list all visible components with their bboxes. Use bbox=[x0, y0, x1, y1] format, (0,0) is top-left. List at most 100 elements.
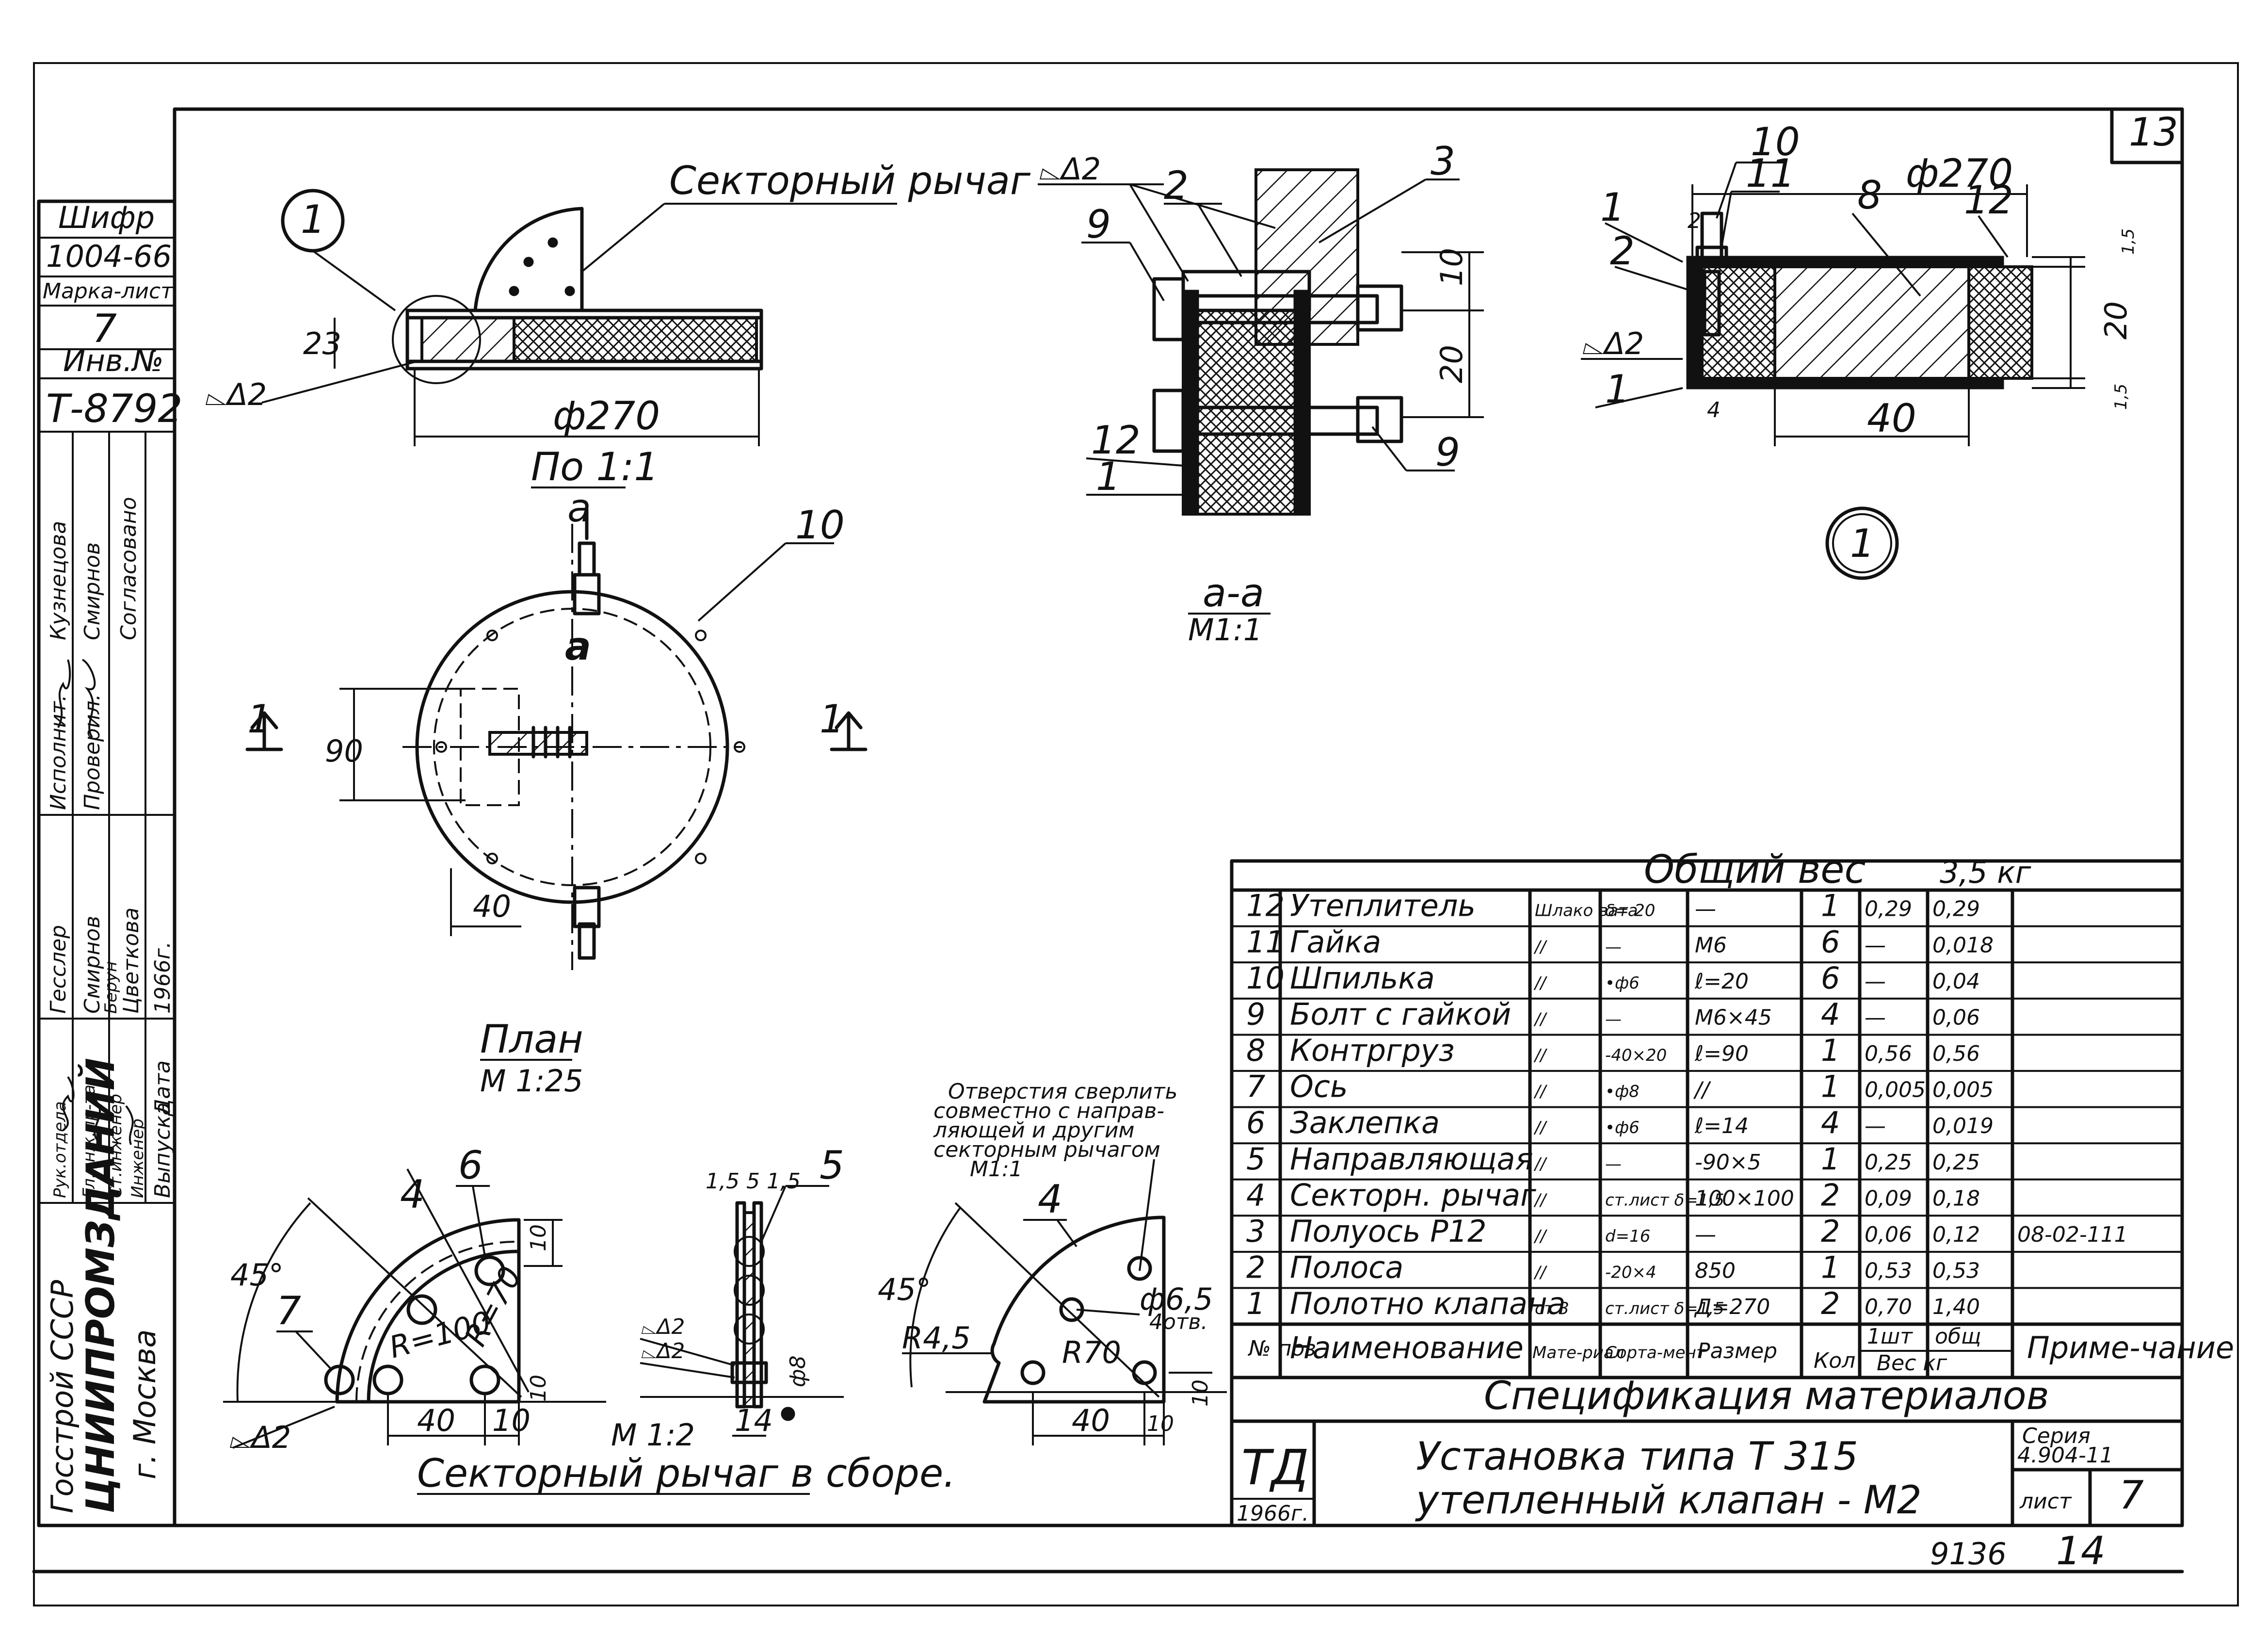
title-block: ТД 1966г. Установка типа Т 315 утепленны… bbox=[1230, 1376, 2184, 1527]
spec-cell-pos: 4 bbox=[1246, 1177, 1265, 1213]
spec-cell-total: 0,005 bbox=[1932, 1078, 1994, 1103]
mark-sheet-label: Марка-лист bbox=[43, 279, 174, 304]
ss-dim-10b: 10 bbox=[1188, 1379, 1213, 1407]
ss-pos-4: 4 bbox=[1038, 1177, 1062, 1222]
stamp-name-3: Берун bbox=[101, 961, 121, 1014]
cipher-label: Шифр bbox=[58, 200, 155, 235]
spec-cell-unit: 0,53 bbox=[1865, 1259, 1912, 1283]
spec-cell-assortment: -40×20 bbox=[1605, 1046, 1667, 1065]
spec-cell-qty: 2 bbox=[1821, 1286, 1840, 1321]
d1-dim-40: 40 bbox=[1867, 396, 1916, 441]
tb-sheet-value: 7 bbox=[2119, 1473, 2144, 1518]
aa-dim-20: 20 bbox=[1434, 345, 1469, 383]
spec-cell-name: Полуось Р12 bbox=[1290, 1214, 1486, 1249]
sa-dim-10b: 10 bbox=[526, 1375, 551, 1402]
spec-cell-material: // bbox=[1533, 937, 1547, 957]
spec-cell-qty: 1 bbox=[1821, 888, 1840, 924]
plan-rivets bbox=[435, 630, 745, 864]
spec-caption: Спецификация материалов bbox=[1484, 1373, 2049, 1418]
tb-series-label: Серия bbox=[2022, 1424, 2091, 1448]
spec-cell-name: Направляющая bbox=[1290, 1141, 1533, 1177]
spec-cell-assortment: — bbox=[1605, 1009, 1622, 1029]
spec-cell-material: // bbox=[1533, 1263, 1547, 1282]
sa-pos-6: 6 bbox=[458, 1143, 483, 1188]
section-1-right: 1 bbox=[820, 697, 844, 742]
spec-cell-size: — bbox=[1695, 1222, 1716, 1247]
spec-cell-qty: 1 bbox=[1821, 1141, 1840, 1177]
spec-cell-material: // bbox=[1533, 1154, 1547, 1174]
spec-total-weight-label: Общий вес bbox=[1644, 847, 1866, 892]
spec-cell-pos: 7 bbox=[1246, 1069, 1265, 1104]
sector-lever-top bbox=[473, 207, 584, 312]
spec-total-weight-value: 3,5 кг bbox=[1940, 855, 2031, 890]
spec-cell-name: Шпилька bbox=[1290, 960, 1435, 996]
sv-weld-2: ⌳Δ2 bbox=[640, 1339, 685, 1363]
spec-cell-assortment: •ф6 bbox=[1605, 973, 1640, 993]
spec-cell-pos: 2 bbox=[1246, 1250, 1265, 1285]
spec-cell-size: 850 bbox=[1695, 1259, 1736, 1283]
ss-note-5: М1:1 bbox=[970, 1157, 1023, 1182]
caption-po11: По 1:1 bbox=[531, 444, 659, 489]
d1-dim-2: 2 bbox=[1688, 209, 1701, 233]
tb-year: 1966г. bbox=[1237, 1501, 1309, 1526]
spec-cell-size: // bbox=[1693, 1078, 1711, 1103]
executor-name-1: Кузнецова bbox=[46, 521, 71, 640]
sv-weld-1: ⌳Δ2 bbox=[640, 1314, 685, 1339]
spec-cell-qty: 4 bbox=[1821, 1105, 1840, 1140]
d1-pos-8: 8 bbox=[1857, 173, 1882, 218]
spec-cell-total: 0,56 bbox=[1932, 1041, 1980, 1066]
stamp-role-2: Гл.инж.пр-та bbox=[80, 1085, 99, 1198]
view-sector-assembly: 45° 4 6 7 R=70 R=100 10 10 40 10 ⌳Δ2 М 1… bbox=[223, 1143, 956, 1496]
spec-cell-size: ℓ=20 bbox=[1694, 969, 1749, 994]
spec-cell-qty: 1 bbox=[1821, 1033, 1840, 1068]
spec-h-qty: Кол bbox=[1814, 1348, 1855, 1373]
spec-h-total: общ bbox=[1935, 1324, 1981, 1349]
d1-diameter-270: ф270 bbox=[1906, 151, 2013, 196]
spec-cell-total: 1,40 bbox=[1932, 1295, 1980, 1319]
spec-cell-assortment: -20×4 bbox=[1605, 1263, 1657, 1282]
aa-pos-9a: 9 bbox=[1086, 202, 1111, 247]
spec-cell-unit: 0,29 bbox=[1865, 897, 1912, 922]
spec-cell-name: Гайка bbox=[1290, 924, 1381, 959]
dim-height-23: 23 bbox=[303, 326, 341, 361]
aa-dim-10: 10 bbox=[1434, 248, 1469, 286]
stamp-year: 1966г. bbox=[150, 941, 175, 1014]
view-top-left: 1 Секторный рычаг 23 ф270 ⌳Δ2 По 1:1 bbox=[204, 158, 1031, 489]
cipher-value: 1004-66 bbox=[46, 239, 172, 274]
spec-cell-pos: 1 bbox=[1246, 1286, 1265, 1321]
stamp-role-3: Ст.инженер bbox=[106, 1094, 126, 1198]
spec-cell-assortment: — bbox=[1605, 937, 1622, 957]
spec-cell-unit: 0,70 bbox=[1865, 1295, 1912, 1319]
spec-cell-name: Ось bbox=[1290, 1069, 1348, 1104]
spec-cell-total: 0,019 bbox=[1932, 1114, 1994, 1138]
outer-frame bbox=[33, 62, 2239, 1606]
sa-dim-10c: 10 bbox=[492, 1403, 531, 1438]
footer-page: 14 bbox=[2056, 1528, 2106, 1573]
ss-note-2: совместно с направ- bbox=[933, 1099, 1164, 1123]
spec-cell-assortment: •ф8 bbox=[1605, 1082, 1640, 1102]
section-1-left: 1 bbox=[247, 697, 272, 742]
sv-pos-5: 5 bbox=[820, 1143, 844, 1188]
spec-h-unit: 1шт bbox=[1867, 1324, 1913, 1349]
spec-cell-total: 0,53 bbox=[1932, 1259, 1980, 1283]
dim-90: 90 bbox=[325, 733, 363, 769]
ss-note-3: ляющей и другим bbox=[933, 1118, 1135, 1143]
spec-cell-total: 0,25 bbox=[1932, 1150, 1980, 1175]
d1-pos-1a: 1 bbox=[1600, 185, 1625, 230]
sv-dim-d8: ф8 bbox=[786, 1355, 810, 1387]
sheet-number: 13 bbox=[2129, 110, 2178, 155]
sa-dim-10a: 10 bbox=[526, 1224, 551, 1251]
ss-note-4: секторным рычагом bbox=[933, 1137, 1160, 1162]
sa-pos-4: 4 bbox=[400, 1172, 425, 1217]
spec-cell-total: 0,06 bbox=[1932, 1005, 1980, 1030]
spec-cell-pos: 6 bbox=[1246, 1105, 1265, 1140]
